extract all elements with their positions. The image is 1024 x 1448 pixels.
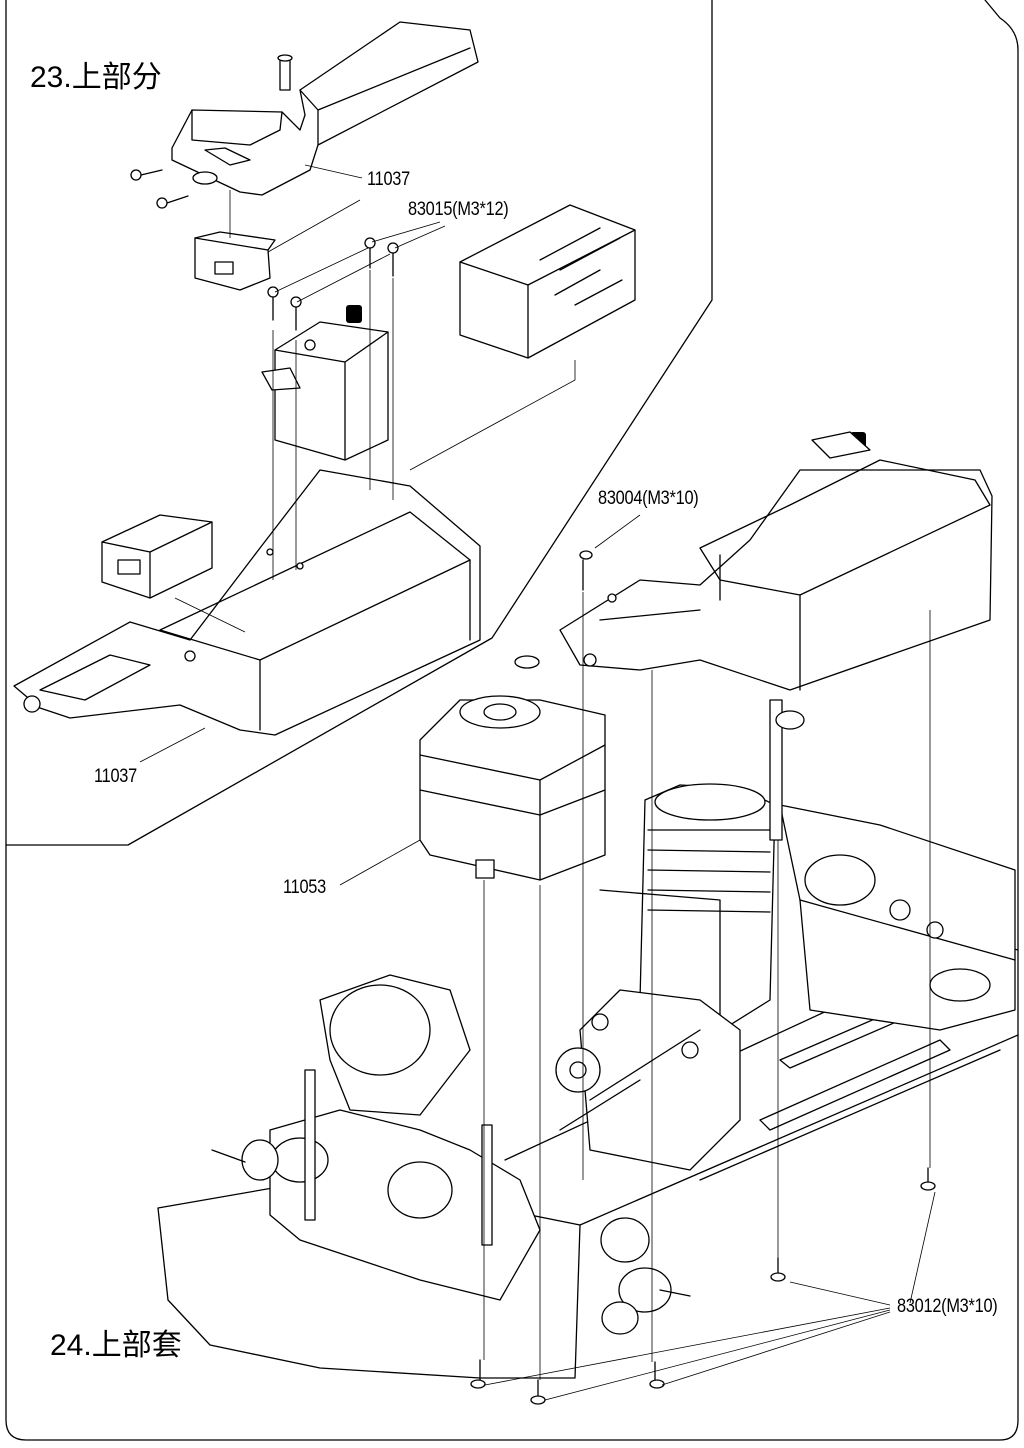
step-23-number: 23.: [30, 61, 72, 94]
step-24-number: 24.: [50, 1329, 92, 1362]
receiver-box: [101, 514, 213, 599]
fuel-tank: [419, 655, 606, 881]
part-label-11037-lid: 11037: [367, 169, 410, 190]
part-label-11037-tray: 11037: [94, 766, 137, 787]
page-border: [5, 0, 1019, 1441]
power-switch: [194, 231, 276, 291]
lid-screws: [130, 169, 189, 209]
step-23-text: 上部分: [71, 61, 162, 94]
part-label-83015: 83015(M3*12): [408, 199, 509, 220]
step23-leader-lines: [139, 164, 576, 763]
servo-screws: [267, 237, 399, 331]
engine: [555, 783, 776, 1171]
part-label-11053: 11053: [283, 877, 326, 898]
battery-holder: [459, 204, 636, 359]
part-label-83012: 83012(M3*10): [897, 1296, 998, 1317]
radio-tray: [13, 469, 481, 736]
step-24-title: 24.上部套: [50, 1320, 182, 1364]
step23-panel-border: [5, 0, 713, 846]
radio-box-lid: [171, 21, 479, 196]
chassis-screws: [470, 550, 936, 1405]
step-24-text: 上部套: [91, 1329, 182, 1362]
part-label-83004: 83004(M3*10): [598, 488, 699, 509]
step-23-title: 23.上部分: [30, 52, 162, 96]
servo: [261, 305, 389, 461]
radio-tray-installed: [559, 431, 993, 691]
step24-leader-lines: [339, 514, 936, 1401]
rear-assembly: [211, 699, 805, 1335]
front-suspension: [779, 804, 1016, 1031]
